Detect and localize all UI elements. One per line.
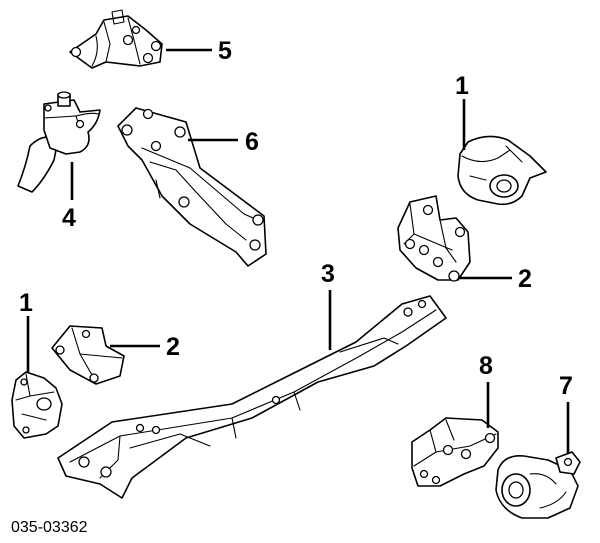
part-engine-mount xyxy=(17,91,101,193)
part-rear-insulator xyxy=(495,451,581,519)
catalog-number: 035-03362 xyxy=(11,519,88,536)
callout-4: 4 xyxy=(62,204,76,232)
callout-3: 3 xyxy=(321,260,335,288)
part-left-mount-bracket xyxy=(51,325,125,385)
callout-6: 6 xyxy=(245,128,259,156)
callout-2-right: 2 xyxy=(518,265,532,293)
callout-8: 8 xyxy=(479,352,493,380)
callout-5: 5 xyxy=(218,37,232,65)
part-right-mount-insulator xyxy=(457,135,547,206)
callout-7: 7 xyxy=(559,372,573,400)
part-right-mount-bracket xyxy=(397,195,471,282)
part-crossmember xyxy=(57,295,447,499)
part-left-mount-insulator xyxy=(11,371,63,439)
callout-1-left: 1 xyxy=(19,289,33,317)
part-top-mount-bracket xyxy=(69,9,163,69)
callout-2-left: 2 xyxy=(166,333,180,361)
callout-1-right: 1 xyxy=(455,72,469,100)
part-rear-bracket xyxy=(411,417,499,487)
part-engine-bracket xyxy=(117,107,267,267)
